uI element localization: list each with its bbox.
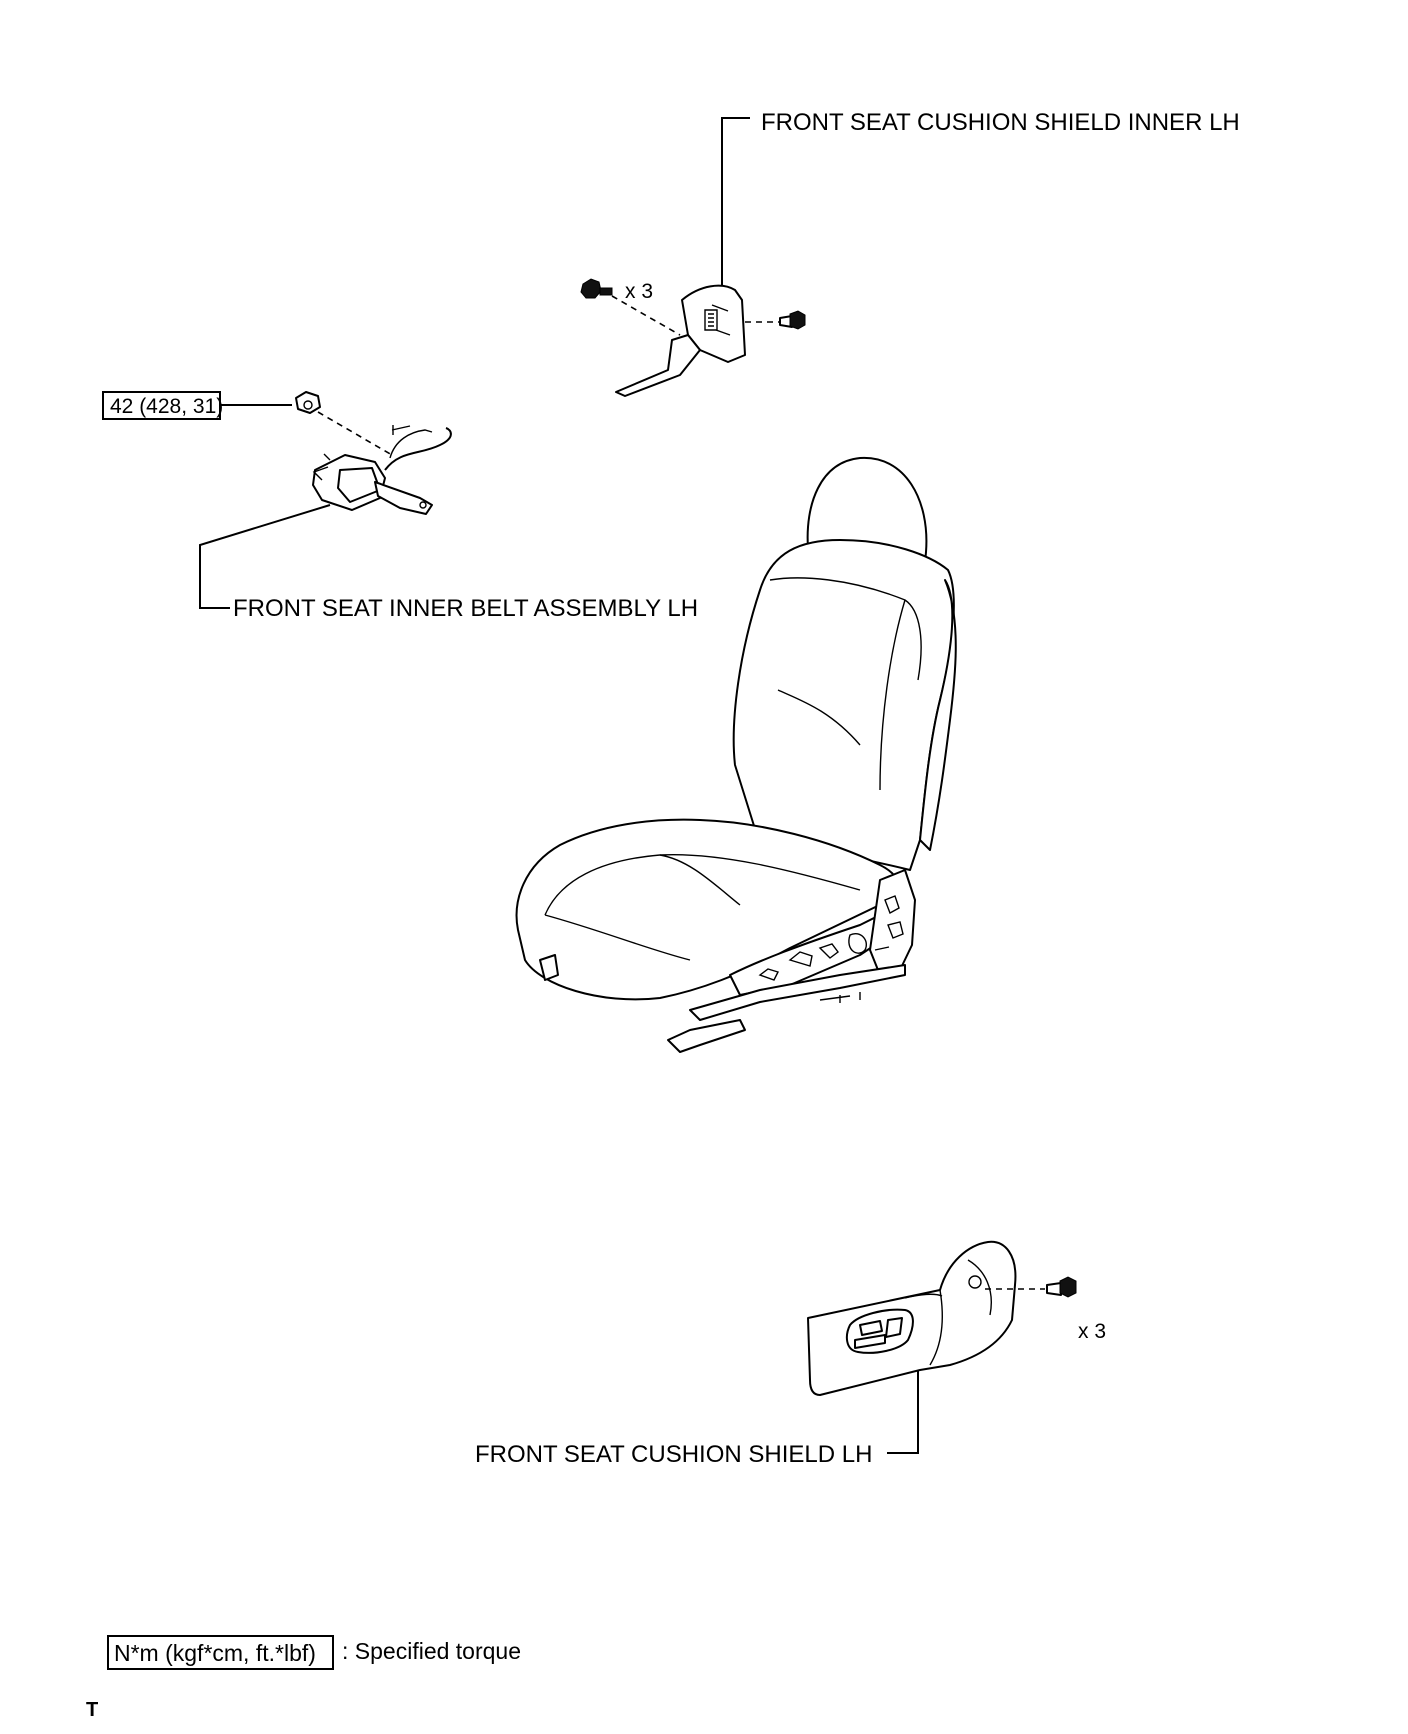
quantity-inner-shield-screws: x 3 bbox=[625, 280, 653, 303]
front-seat-cushion-shield-inner-group: FRONT SEAT CUSHION SHIELD INNER LH x 3 bbox=[580, 109, 1240, 397]
quantity-shield-screws: x 3 bbox=[1078, 1320, 1106, 1343]
screw-icon-shield bbox=[1046, 1276, 1077, 1298]
front-seat-illustration bbox=[515, 456, 957, 1053]
dashed-line-inner-left bbox=[611, 295, 681, 336]
legend-unit-box bbox=[107, 1635, 334, 1670]
label-front-seat-cushion-shield-lh: FRONT SEAT CUSHION SHIELD LH bbox=[475, 1441, 872, 1468]
legend-description: : Specified torque bbox=[342, 1638, 521, 1664]
nut-icon bbox=[295, 391, 321, 414]
front-seat-cushion-shield-inner-part bbox=[615, 284, 746, 397]
label-front-seat-cushion-shield-inner-lh: FRONT SEAT CUSHION SHIELD INNER LH bbox=[761, 109, 1240, 136]
leader-line-belt bbox=[199, 504, 331, 609]
inner-belt-assembly-part bbox=[312, 425, 452, 515]
bolt-icon-inner-left bbox=[580, 278, 613, 299]
dashed-line-belt bbox=[317, 411, 393, 456]
front-seat-inner-belt-group: 42 (428, 31) FRONT SEAT INNER BELT ASSEM… bbox=[102, 391, 698, 622]
torque-value: 42 (428, 31) bbox=[110, 395, 223, 418]
torque-legend: N*m (kgf*cm, ft.*lbf) : Specified torque bbox=[107, 1635, 521, 1670]
front-seat-cushion-shield-group: x 3 FRONT SEAT CUSHION SHIELD LH bbox=[475, 1240, 1106, 1468]
leader-line-shield-inner bbox=[721, 117, 750, 320]
legend-unit-text: N*m (kgf*cm, ft.*lbf) bbox=[114, 1640, 316, 1666]
seat-switch-icon bbox=[845, 1308, 914, 1354]
seat-back-side bbox=[919, 579, 957, 851]
seat-frame bbox=[539, 869, 916, 1053]
label-front-seat-inner-belt-assembly-lh: FRONT SEAT INNER BELT ASSEMBLY LH bbox=[233, 595, 698, 622]
leader-line-shield bbox=[887, 1370, 919, 1454]
corner-mark: T bbox=[86, 1699, 98, 1721]
seat-cushion bbox=[515, 818, 900, 1001]
seat-back bbox=[732, 539, 955, 871]
screw-icon-inner-right bbox=[779, 310, 806, 330]
torque-box bbox=[102, 391, 221, 420]
